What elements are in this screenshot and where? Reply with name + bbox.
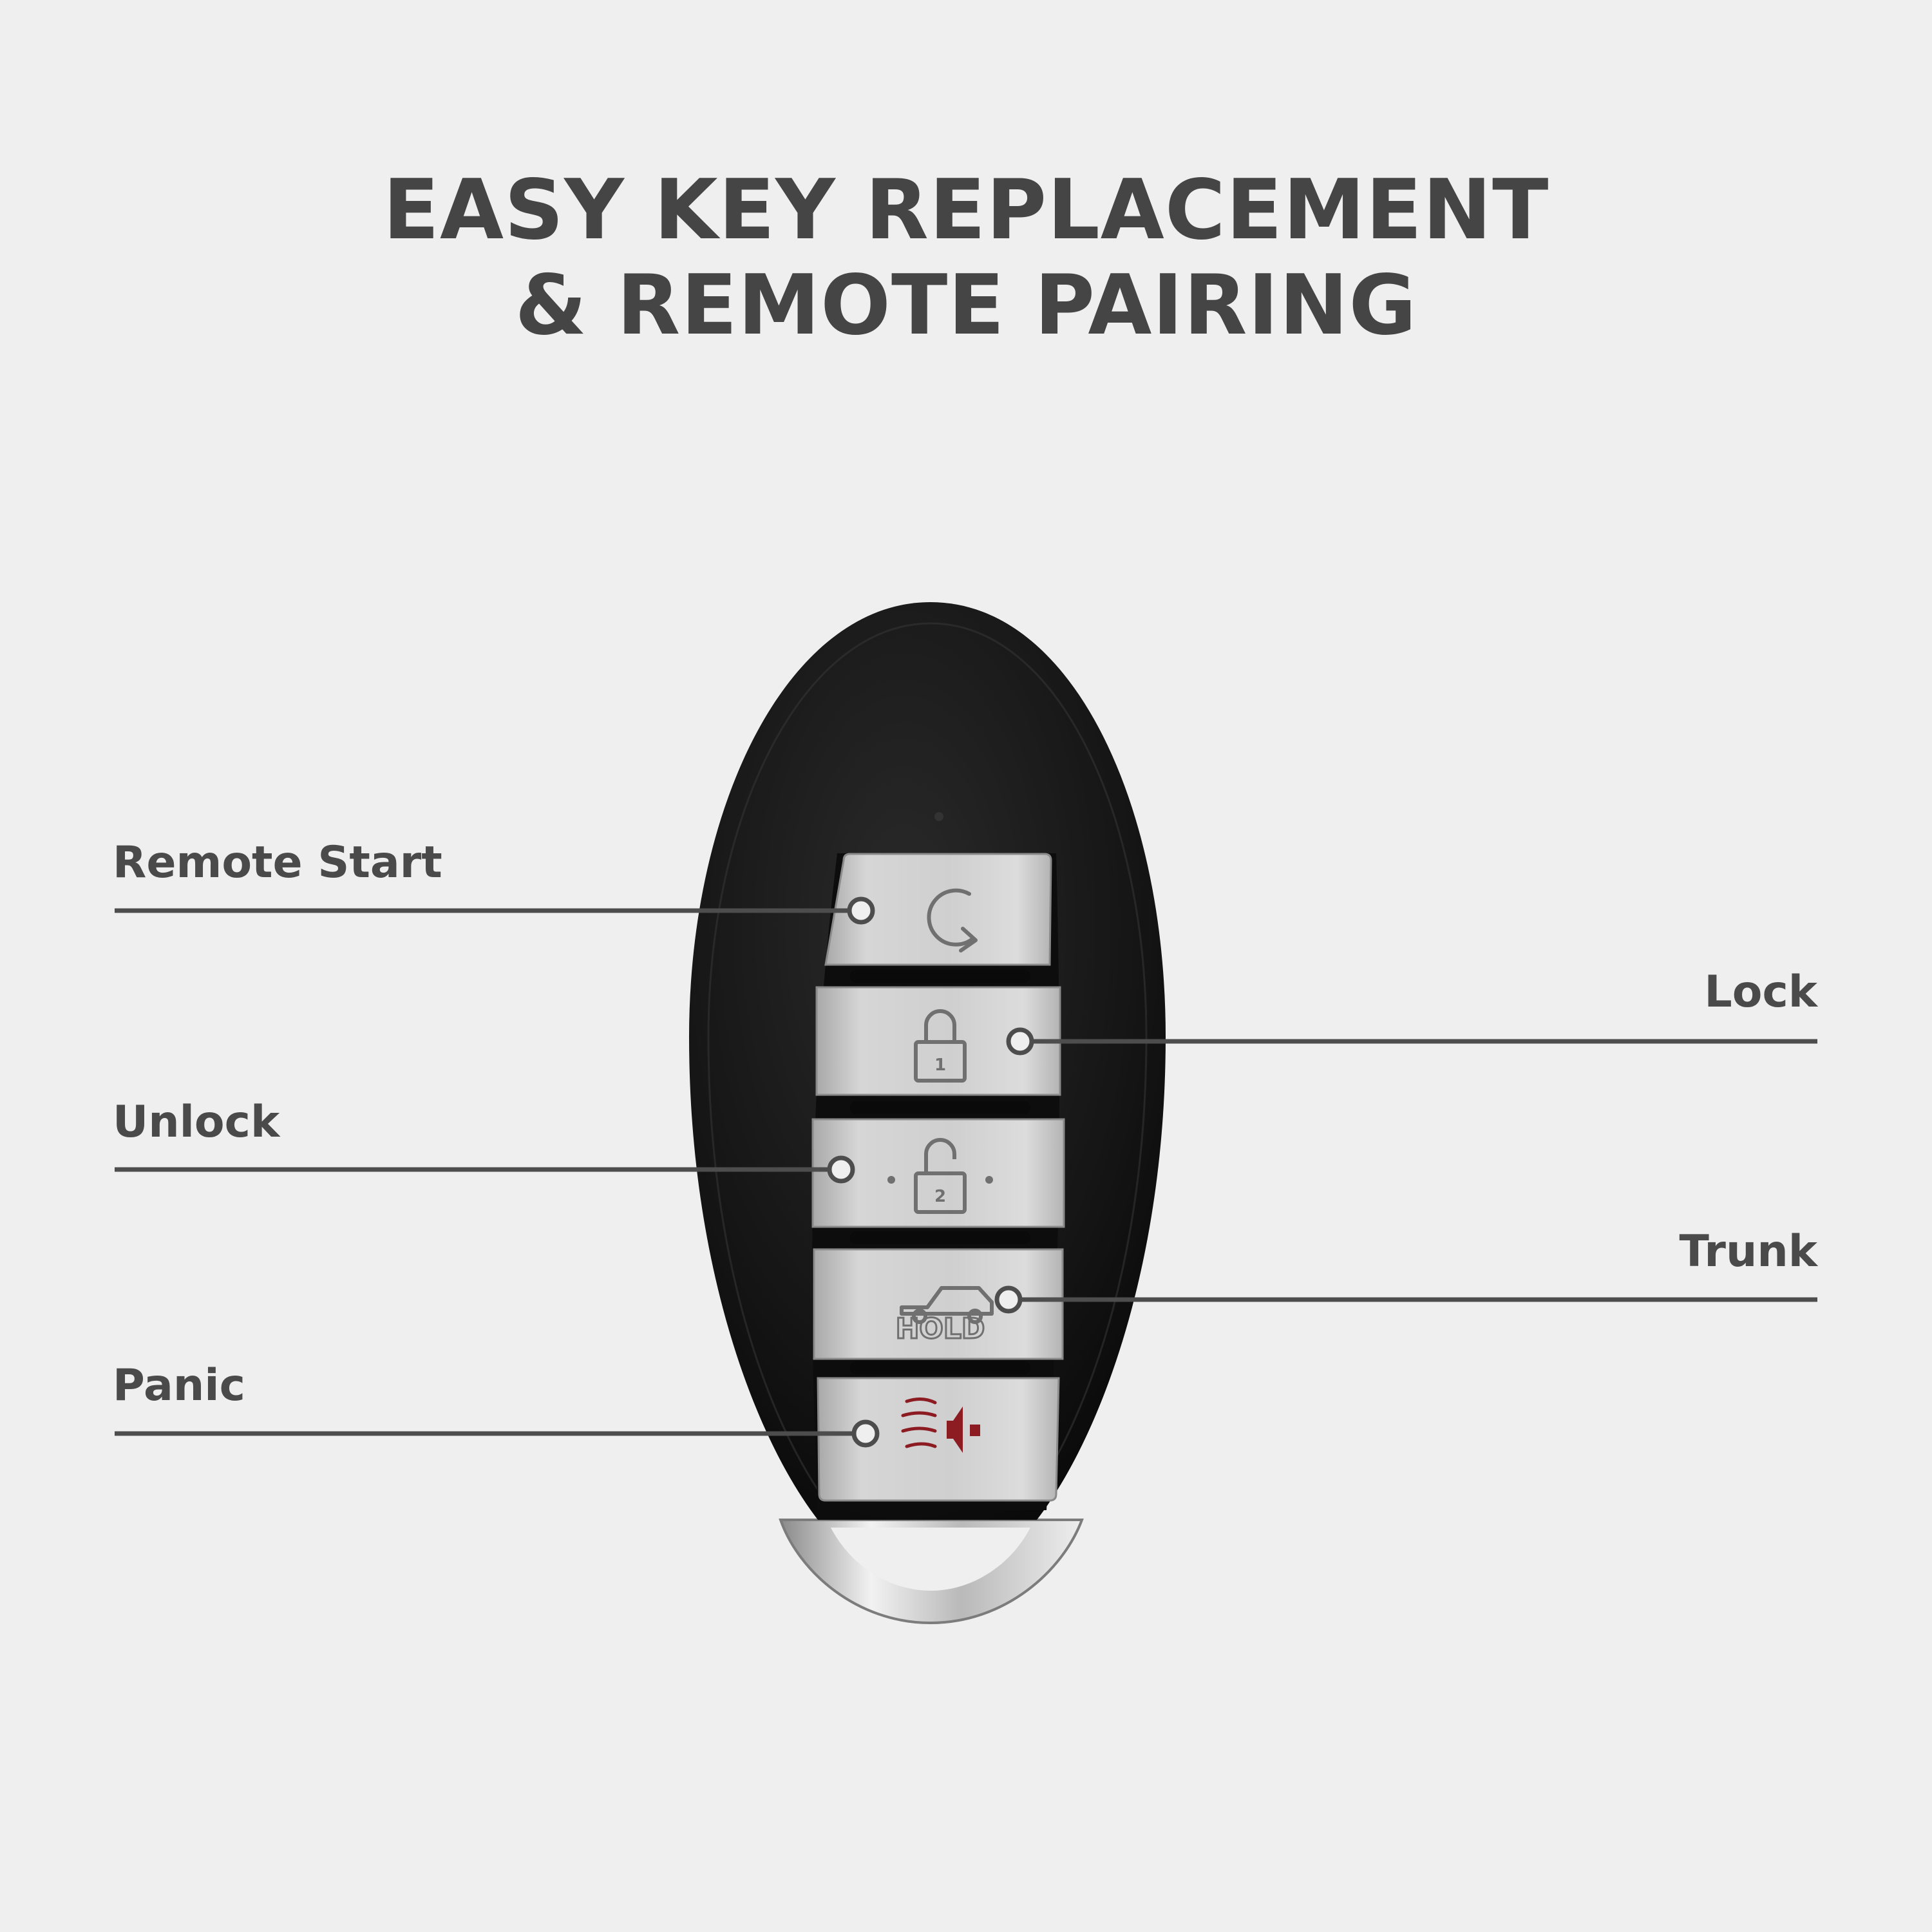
remote-start-label: Remote Start bbox=[113, 837, 442, 888]
lock-label: Lock bbox=[1704, 967, 1817, 1018]
svg-text:2: 2 bbox=[934, 1187, 946, 1206]
panic-label: Panic bbox=[113, 1360, 245, 1411]
panic-button[interactable] bbox=[817, 1377, 1060, 1502]
unlock-callout-dot bbox=[827, 1155, 855, 1184]
page-title-line-2: & REMOTE PAIRING bbox=[515, 258, 1417, 354]
trunk-callout-dot bbox=[994, 1285, 1023, 1314]
remote-start-callout-dot bbox=[847, 896, 875, 925]
lock-icon bbox=[914, 1009, 967, 1083]
unlock-button[interactable]: 2 bbox=[811, 1118, 1065, 1244]
remote-start-icon bbox=[927, 888, 978, 952]
key-ring-icon bbox=[779, 1519, 1084, 1625]
panic-alarm-icon bbox=[901, 1397, 980, 1453]
led-indicator bbox=[934, 812, 943, 821]
svg-text:1: 1 bbox=[934, 1056, 946, 1075]
trunk-label: Trunk bbox=[1679, 1226, 1818, 1277]
unlock-icon bbox=[914, 1138, 967, 1214]
panic-callout-dot bbox=[851, 1419, 880, 1448]
lock-callout-dot bbox=[1006, 1027, 1034, 1056]
trunk-car-icon bbox=[900, 1286, 994, 1324]
trunk-button[interactable]: HOLD bbox=[813, 1248, 1064, 1374]
unlock-label: Unlock bbox=[113, 1097, 280, 1148]
remote-start-button[interactable] bbox=[824, 853, 1052, 983]
hold-text: HOLD bbox=[896, 1312, 985, 1345]
page-title-line-1: EASY KEY REPLACEMENT bbox=[383, 162, 1549, 258]
